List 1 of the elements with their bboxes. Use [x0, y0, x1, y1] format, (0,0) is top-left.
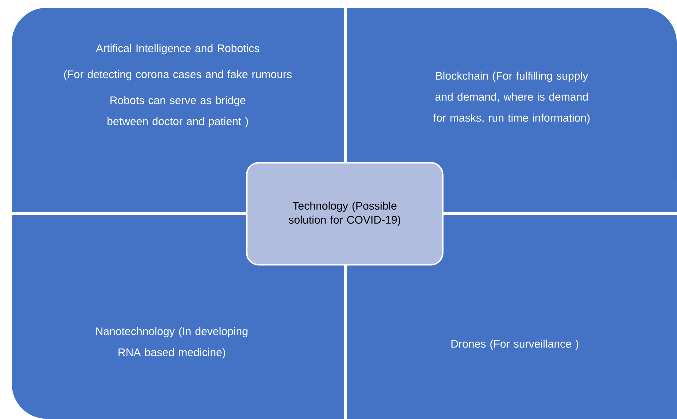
center-box: Technology (Possible solution for COVID-19): [246, 162, 444, 266]
